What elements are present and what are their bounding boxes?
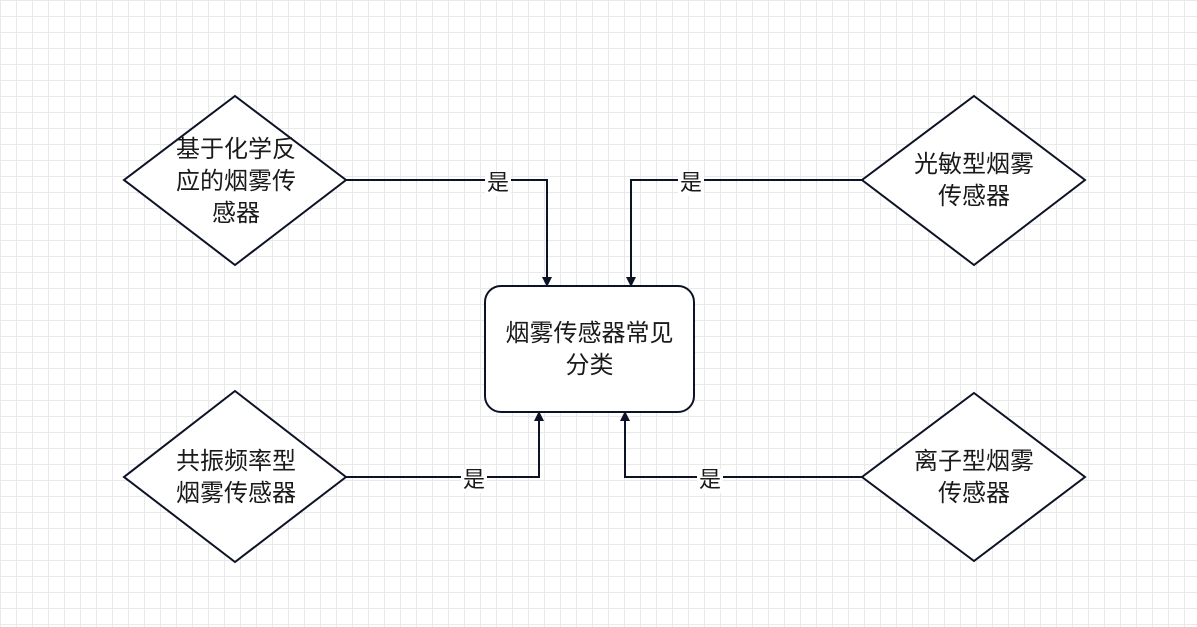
top-right-diamond[interactable] [860, 94, 1087, 267]
edge-bottom-left-connector[interactable] [346, 411, 544, 478]
bottom-left-diamond[interactable] [122, 389, 348, 564]
edge-bottom-right-label: 是 [697, 468, 724, 493]
bottom-right-diamond[interactable] [860, 391, 1087, 563]
edge-top-right-connector[interactable] [626, 179, 862, 287]
edge-bottom-right-connector[interactable] [620, 411, 862, 478]
edge-top-left-connector[interactable] [346, 179, 552, 287]
top-left-diamond[interactable] [122, 94, 348, 267]
edge-top-left-label: 是 [485, 171, 512, 196]
edge-bottom-left-label: 是 [461, 468, 488, 493]
center-node-shape[interactable] [484, 285, 695, 413]
edge-top-right-label: 是 [678, 171, 705, 196]
